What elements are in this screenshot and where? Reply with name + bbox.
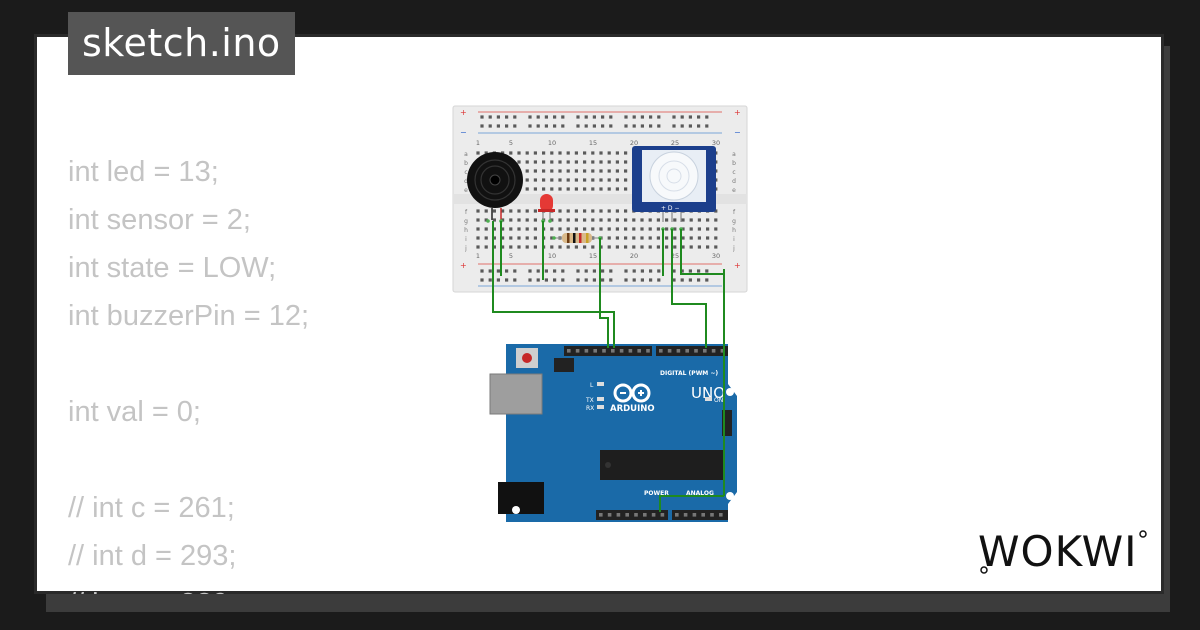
row-label: e [732, 187, 736, 194]
led-label-rx: RX [586, 405, 594, 412]
rail-plus-label: + [734, 108, 741, 117]
column-label: 1 [476, 252, 480, 260]
rail-plus-label: + [734, 261, 741, 270]
row-label: d [464, 178, 468, 185]
buzzer[interactable] [467, 152, 523, 220]
row-label: j [464, 245, 467, 252]
code-line: int buzzerPin = 12; [68, 300, 310, 332]
column-label: 20 [630, 139, 638, 147]
column-label: 15 [589, 139, 597, 147]
sketch-filename-tab[interactable]: sketch.ino [68, 12, 295, 75]
pir-motion-sensor[interactable]: + D − [632, 146, 716, 222]
row-label: c [732, 169, 735, 176]
column-label: 10 [548, 139, 556, 147]
row-label: e [464, 187, 468, 194]
row-label: h [732, 227, 736, 234]
code-line: int state = LOW; [68, 252, 277, 284]
row-label: g [464, 218, 468, 225]
column-label: 20 [630, 252, 638, 260]
code-line [68, 340, 448, 388]
wires [492, 221, 725, 512]
row-label: c [464, 169, 467, 176]
row-label: b [464, 160, 468, 167]
rail-plus-label: + [460, 261, 467, 270]
arduino-model-label: UNO [691, 384, 725, 402]
column-label: 30 [712, 139, 720, 147]
arduino-uno-board[interactable]: UNO ARDUINO DIGITAL (PWM ~) POWER ANALOG… [489, 344, 737, 522]
column-label: 5 [509, 252, 513, 260]
row-label: f [465, 209, 468, 216]
rail-plus-label: + [460, 108, 467, 117]
row-label: g [732, 218, 736, 225]
led-label-tx: TX [585, 397, 594, 404]
code-line: int sensor = 2; [68, 204, 251, 236]
column-label: 30 [712, 252, 720, 260]
code-line: // int c = 261; [68, 492, 235, 524]
code-preview: int led = 13; int sensor = 2; int state … [68, 148, 448, 594]
code-line: // int e = 329; [68, 580, 448, 594]
column-label: 10 [548, 252, 556, 260]
wokwi-logo-text: WOKWI [978, 527, 1138, 576]
analog-power-header [599, 513, 723, 517]
column-label: 5 [509, 139, 513, 147]
row-label: a [732, 151, 736, 158]
analog-pins-label: ANALOG [686, 490, 714, 497]
code-line: int val = 0; [68, 396, 201, 428]
resistor[interactable] [554, 233, 600, 243]
led-label-l: L [590, 382, 594, 389]
circuit-diagram: + + + + − − 1 5 10 15 20 25 30 1 5 10 15… [452, 105, 748, 522]
code-line: // int d = 293; [68, 540, 237, 572]
row-label: j [732, 245, 735, 252]
pir-pin-label: + D − [661, 205, 680, 212]
row-label: i [465, 236, 467, 243]
code-line: int led = 13; [68, 156, 219, 188]
column-label: 15 [589, 252, 597, 260]
arduino-infinity-icon [613, 383, 651, 403]
row-label: h [464, 227, 468, 234]
digital-pins-label: DIGITAL (PWM ~) [660, 370, 718, 377]
row-label: a [464, 151, 468, 158]
rail-minus-label: − [734, 128, 741, 137]
row-label: d [732, 178, 736, 185]
column-label: 1 [476, 139, 480, 147]
code-line [68, 436, 448, 484]
column-label: 25 [671, 252, 679, 260]
column-label: 25 [671, 139, 679, 147]
row-label: f [733, 209, 736, 216]
red-led[interactable] [538, 194, 555, 220]
row-label: i [733, 236, 735, 243]
led-label-on: ON [714, 397, 723, 404]
digital-header [567, 349, 725, 353]
wokwi-logo: WOKWI [978, 527, 1147, 576]
power-pins-label: POWER [644, 490, 669, 497]
arduino-brand-label: ARDUINO [610, 404, 655, 414]
row-label: b [732, 160, 736, 167]
rail-minus-label: − [460, 128, 467, 137]
